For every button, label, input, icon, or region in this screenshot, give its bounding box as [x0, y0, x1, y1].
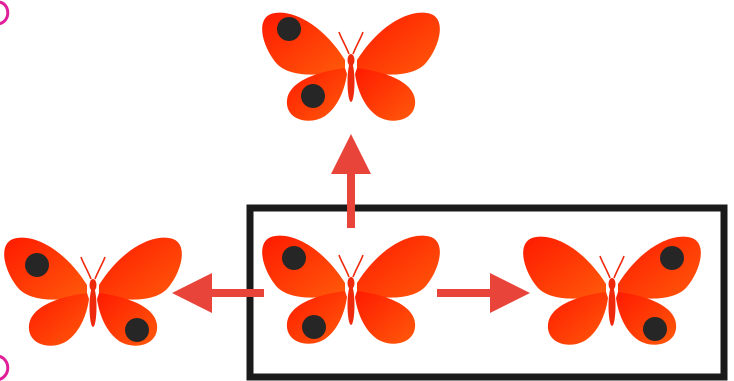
wing-spot — [282, 246, 306, 270]
wing-spot — [660, 246, 684, 270]
butterfly-top — [262, 13, 440, 121]
butterfly-center — [262, 236, 440, 344]
wing-spot — [277, 17, 301, 41]
edge-mark-top — [0, 2, 8, 24]
wing-spot — [301, 84, 325, 108]
wing-spot — [125, 318, 149, 342]
edge-mark-bottom — [0, 356, 8, 380]
butterfly-right — [523, 237, 701, 345]
butterfly-left — [4, 238, 182, 346]
wing-spot — [302, 315, 326, 339]
wing-spot — [25, 253, 49, 277]
wing-spot — [643, 317, 667, 341]
